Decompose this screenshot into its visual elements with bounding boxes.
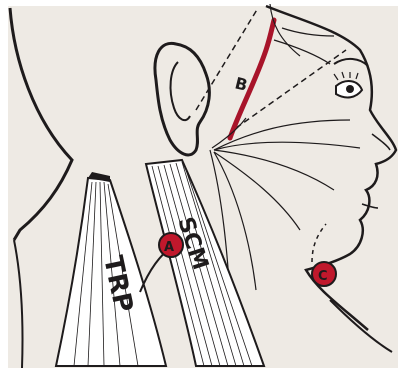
eye-pupil: [346, 85, 354, 93]
c-label: C: [318, 269, 328, 284]
a-label: A: [164, 240, 174, 255]
